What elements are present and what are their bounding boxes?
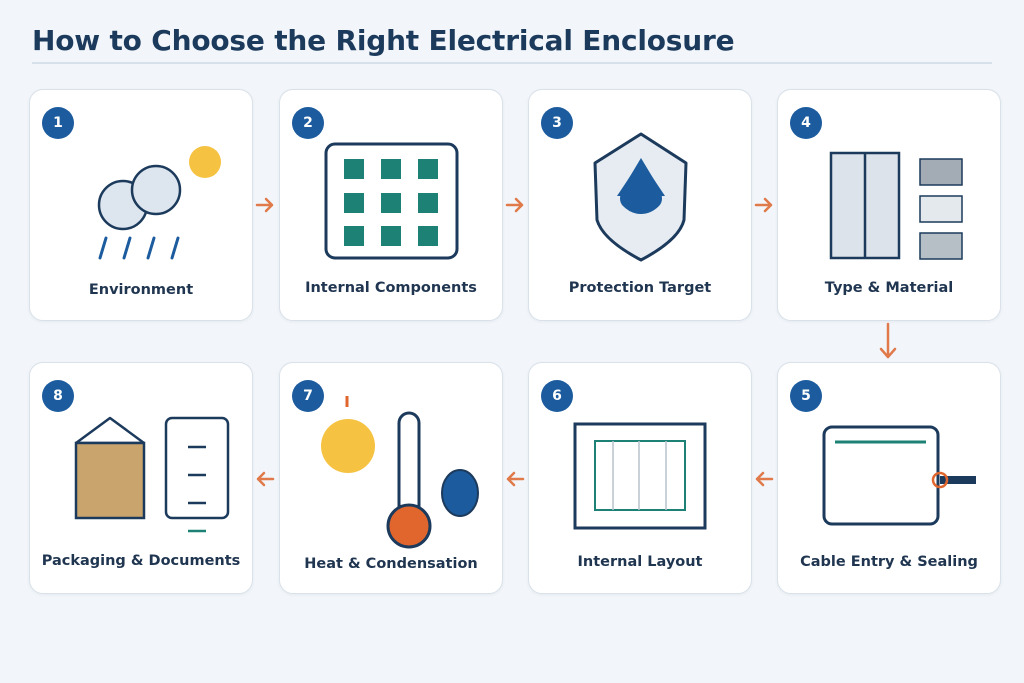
step-label: Internal Components <box>305 280 477 296</box>
arrow-left-icon <box>256 471 275 487</box>
thermometer-icon <box>321 396 479 549</box>
step-card-packaging-documents[interactable]: 8 Packaging & Documents <box>29 362 253 594</box>
step-card-internal-components[interactable]: 2 Internal Components <box>279 89 503 321</box>
step-number-badge: 7 <box>292 380 324 412</box>
package-document-icon <box>74 416 230 533</box>
step-card-cable-entry-sealing[interactable]: 5 Cable Entry & Sealing <box>777 362 1001 594</box>
weather-icon <box>97 146 221 260</box>
step-label: Protection Target <box>568 280 712 296</box>
step-number-badge: 2 <box>292 107 324 139</box>
step-number-badge: 5 <box>790 380 822 412</box>
step-label: Type & Material <box>824 280 954 296</box>
step-number-badge: 6 <box>541 380 573 412</box>
step-card-environment[interactable]: 1 Environment <box>29 89 253 321</box>
step-label: Cable Entry & Sealing <box>800 554 978 570</box>
arrow-right-icon <box>505 197 524 213</box>
arrow-left-icon <box>755 471 774 487</box>
step-number-badge: 4 <box>790 107 822 139</box>
title-divider <box>32 62 992 64</box>
step-card-heat-condensation[interactable]: 7 Heat & Condensation <box>279 362 503 594</box>
step-card-type-material[interactable]: 4 Type & Material <box>777 89 1001 321</box>
step-number-badge: 1 <box>42 107 74 139</box>
step-label: Internal Layout <box>577 554 703 570</box>
step-card-protection-target[interactable]: 3 Protection Target <box>528 89 752 321</box>
arrow-right-icon <box>754 197 773 213</box>
step-card-internal-layout[interactable]: 6 Internal Layout <box>528 362 752 594</box>
step-number-badge: 3 <box>541 107 573 139</box>
arrow-right-icon <box>255 197 274 213</box>
step-label: Packaging & Documents <box>41 553 241 569</box>
material-samples-icon <box>829 151 963 260</box>
step-label: Environment <box>88 282 194 298</box>
arrow-left-icon <box>506 471 525 487</box>
cable-gland-icon <box>822 425 976 526</box>
page-title: How to Choose the Right Electrical Enclo… <box>32 24 735 57</box>
component-grid-icon <box>324 142 459 260</box>
shield-water-icon <box>593 132 688 262</box>
arrow-down-icon <box>879 322 897 359</box>
step-number-badge: 8 <box>42 380 74 412</box>
step-label: Heat & Condensation <box>304 556 478 572</box>
layout-panel-icon <box>573 422 707 530</box>
